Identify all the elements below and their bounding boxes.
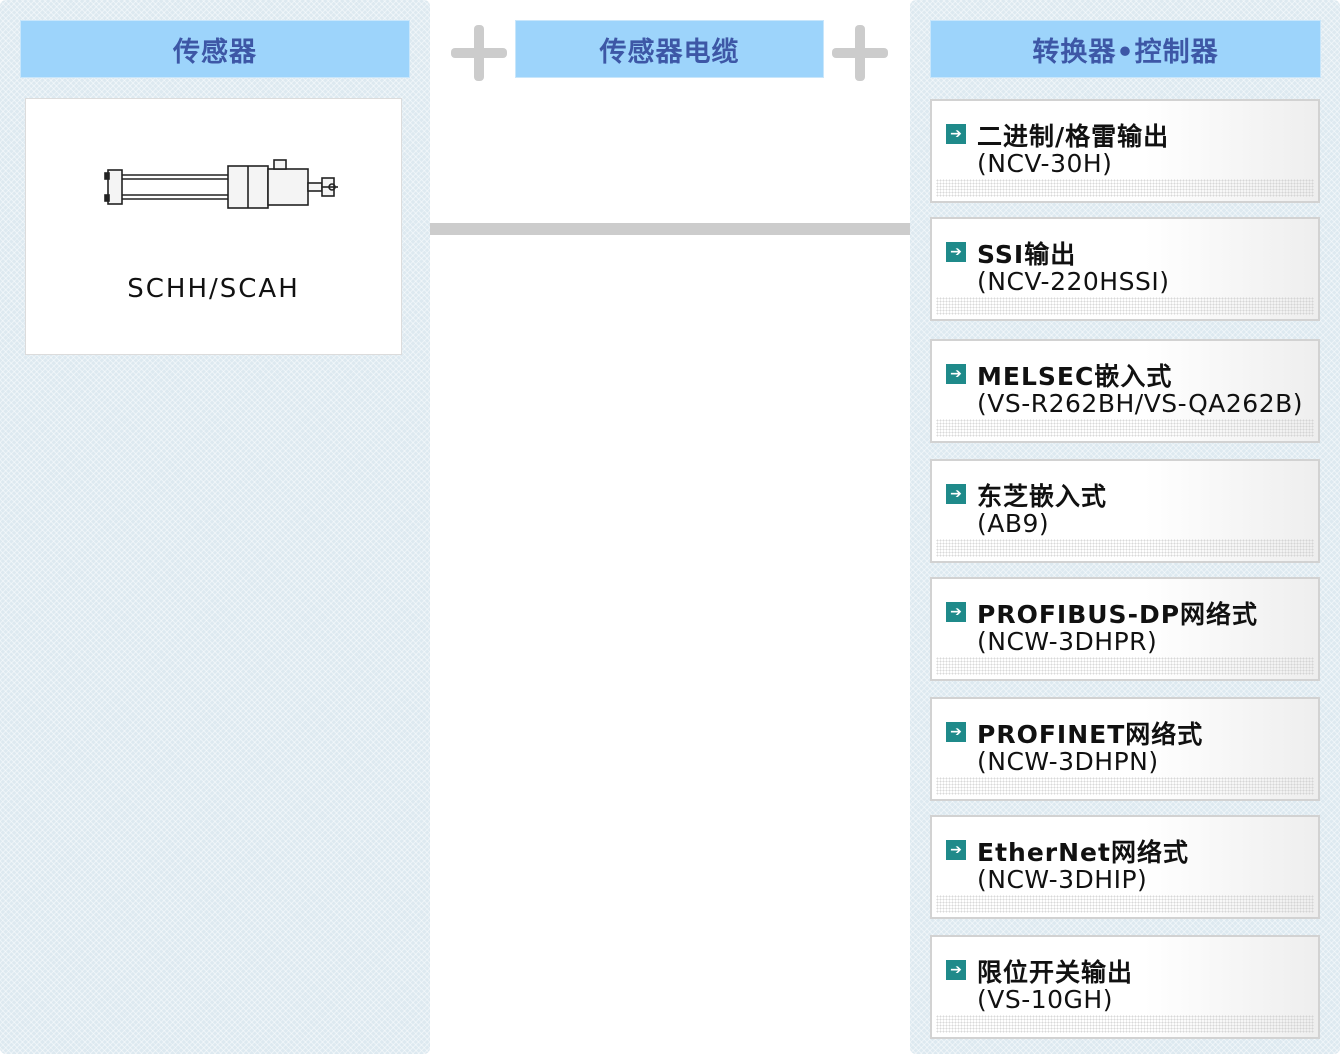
- converter-item-toshiba[interactable]: ➔ 东芝嵌入式 (AB9): [930, 459, 1320, 563]
- converter-item-title: 二进制/格雷输出: [977, 122, 1170, 151]
- converter-item-model: (VS-10GH): [977, 985, 1113, 1014]
- converter-item-model: (NCV-30H): [977, 149, 1113, 178]
- plus-icon: [832, 25, 888, 81]
- arrow-right-icon: ➔: [946, 364, 966, 384]
- arrow-right-icon: ➔: [946, 124, 966, 144]
- converter-item-title: EtherNet网络式: [977, 838, 1189, 867]
- converter-item-title: PROFINET网络式: [977, 720, 1204, 749]
- plus-icon: [451, 25, 507, 81]
- arrow-right-icon: ➔: [946, 840, 966, 860]
- hydraulic-cylinder-icon: [104, 159, 338, 209]
- converter-item-model: (NCW-3DHPN): [977, 747, 1159, 776]
- cable-divider: [430, 223, 910, 235]
- converter-item-title: 限位开关输出: [977, 958, 1134, 987]
- sensor-model-label: SCHH/SCAH: [127, 274, 300, 304]
- converter-item-title: PROFIBUS-DP网络式: [977, 600, 1259, 629]
- arrow-right-icon: ➔: [946, 484, 966, 504]
- converter-item-binary-gray[interactable]: ➔ 二进制/格雷输出 (NCV-30H): [930, 99, 1320, 203]
- converter-column-header: 转换器•控制器: [930, 20, 1321, 78]
- converter-item-ethernet[interactable]: ➔ EtherNet网络式 (NCW-3DHIP): [930, 815, 1320, 919]
- arrow-right-icon: ➔: [946, 722, 966, 742]
- sensor-column-header: 传感器: [20, 20, 410, 78]
- converter-item-model: (VS-R262BH/VS-QA262B): [977, 389, 1304, 418]
- converter-item-title: MELSEC嵌入式: [977, 362, 1173, 391]
- converter-item-limit-switch[interactable]: ➔ 限位开关输出 (VS-10GH): [930, 935, 1320, 1039]
- arrow-right-icon: ➔: [946, 242, 966, 262]
- converter-item-melsec[interactable]: ➔ MELSEC嵌入式 (VS-R262BH/VS-QA262B): [930, 339, 1320, 443]
- converter-item-profibus[interactable]: ➔ PROFIBUS-DP网络式 (NCW-3DHPR): [930, 577, 1320, 681]
- converter-item-model: (NCW-3DHPR): [977, 627, 1158, 656]
- converter-item-profinet[interactable]: ➔ PROFINET网络式 (NCW-3DHPN): [930, 697, 1320, 801]
- converter-item-model: (AB9): [977, 509, 1050, 538]
- sensor-card-schh-scah[interactable]: SCHH/SCAH: [25, 98, 402, 355]
- converter-item-model: (NCV-220HSSI): [977, 267, 1170, 296]
- arrow-right-icon: ➔: [946, 960, 966, 980]
- cable-column-header: 传感器电缆: [515, 20, 824, 78]
- arrow-right-icon: ➔: [946, 602, 966, 622]
- converter-item-model: (NCW-3DHIP): [977, 865, 1148, 894]
- converter-item-title: SSI输出: [977, 240, 1077, 269]
- converter-item-ssi[interactable]: ➔ SSI输出 (NCV-220HSSI): [930, 217, 1320, 321]
- converter-item-title: 东芝嵌入式: [977, 482, 1108, 511]
